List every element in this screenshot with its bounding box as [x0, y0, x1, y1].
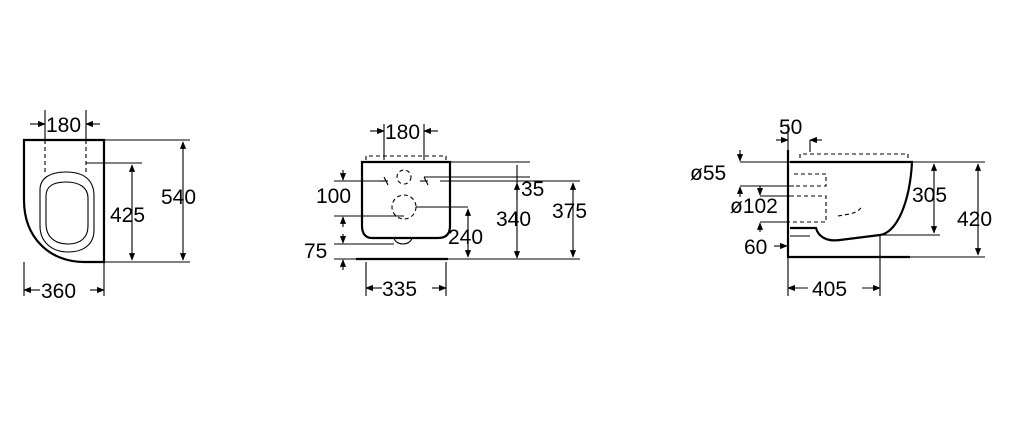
dim-side-60: 60: [744, 236, 767, 259]
seat-inner-2: [45, 181, 89, 245]
dim-side-405: 405: [812, 278, 847, 301]
side-view: 50 ø55 ø102 60 305 420 405: [690, 116, 992, 301]
dim-rear-180: 180: [385, 121, 420, 144]
dim-rear-75: 75: [304, 240, 327, 263]
dim-side-50: 50: [779, 116, 802, 139]
seat-inner: [39, 171, 95, 253]
dim-front-540: 540: [161, 186, 196, 209]
rear-view: 180 100 75 240 35 340 375 335: [304, 121, 587, 301]
dim-rear-335: 335: [382, 278, 417, 301]
dim-rear-340: 340: [496, 208, 531, 231]
dim-rear-100: 100: [316, 185, 351, 208]
rear-body: [360, 160, 452, 240]
rear-outlet: [393, 237, 413, 245]
side-dashed-top: [799, 153, 909, 158]
front-view: 180 425 540 360: [22, 110, 196, 303]
dim-front-180: 180: [46, 114, 81, 137]
rear-dashed-top: [365, 155, 447, 160]
dim-rear-375: 375: [552, 200, 587, 223]
dim-side-d55: ø55: [690, 162, 726, 185]
dim-rear-35: 35: [521, 178, 544, 201]
rear-inlet-hole: [396, 169, 412, 185]
rear-outlet-hole: [391, 194, 417, 220]
bowl-outline: [22, 138, 106, 264]
dim-front-360: 360: [41, 280, 76, 303]
dim-side-420: 420: [957, 208, 992, 231]
dim-front-425: 425: [110, 204, 145, 227]
dim-side-d102: ø102: [730, 195, 778, 218]
dim-rear-240: 240: [448, 226, 483, 249]
dim-side-305: 305: [912, 184, 947, 207]
